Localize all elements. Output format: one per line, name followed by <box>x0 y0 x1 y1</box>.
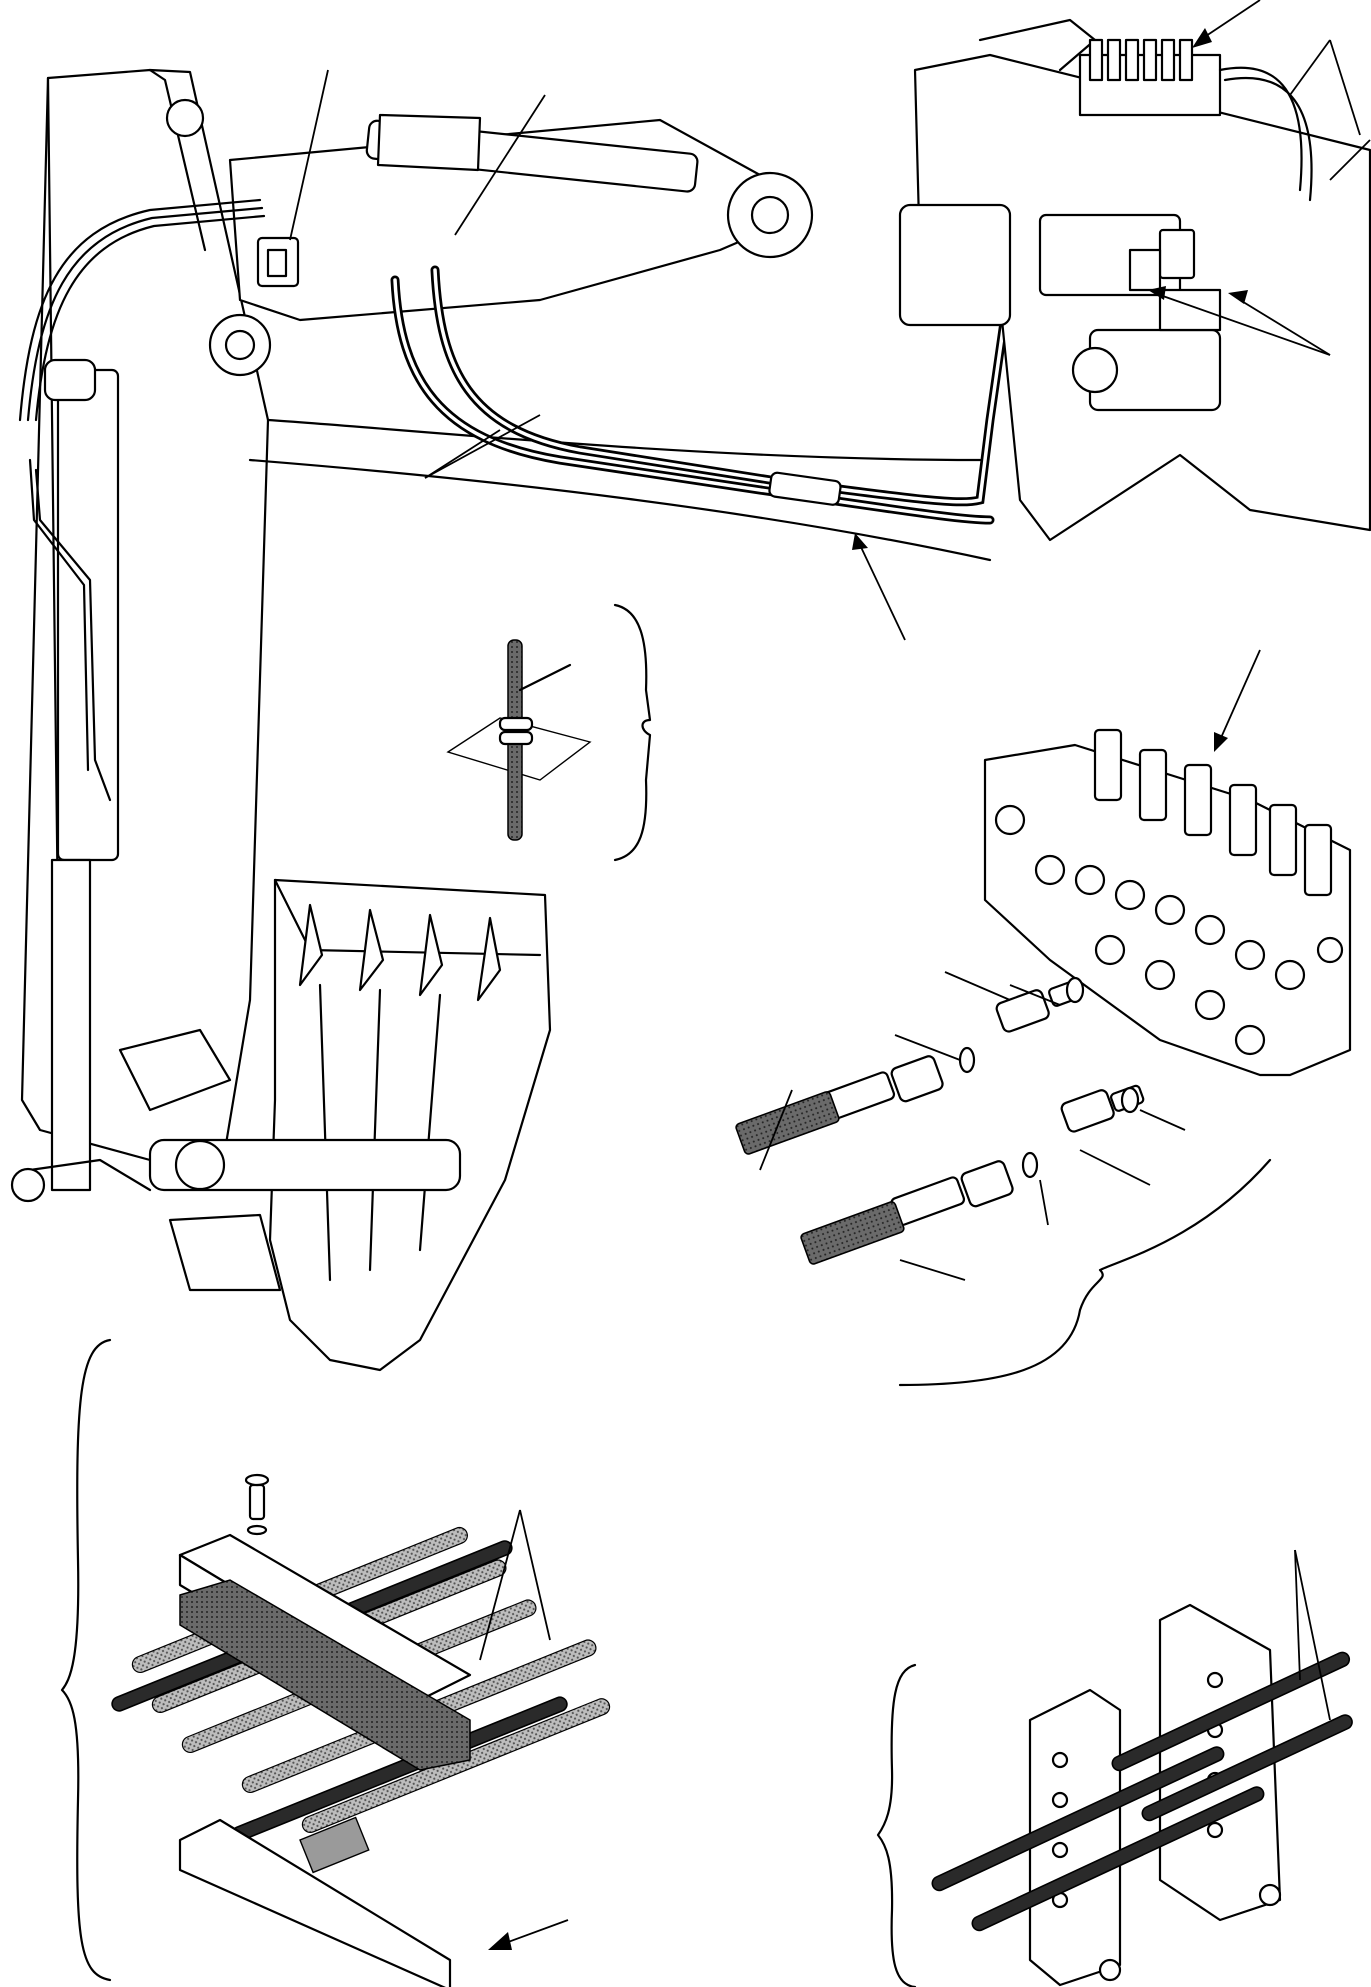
callout-leader-1 <box>289 69 329 241</box>
hydraulic-hose-run <box>256 235 1065 525</box>
valve-spools <box>1093 728 1333 897</box>
hose-clip-detail <box>446 603 652 862</box>
control-valve-fittings-detail <box>735 728 1352 1387</box>
backhoe-boom-arm-assembly <box>10 68 992 1203</box>
tractor-frame-mount <box>898 18 1371 542</box>
hose-clamp-block-detail <box>60 1338 611 1987</box>
hose-bracket-detail <box>876 1603 1353 1987</box>
bucket <box>118 878 552 1372</box>
callout-leaders <box>289 0 1371 1721</box>
top-control-valve <box>1078 38 1313 202</box>
valve-ports <box>994 804 1344 1056</box>
callout-leader-2 <box>454 94 546 236</box>
